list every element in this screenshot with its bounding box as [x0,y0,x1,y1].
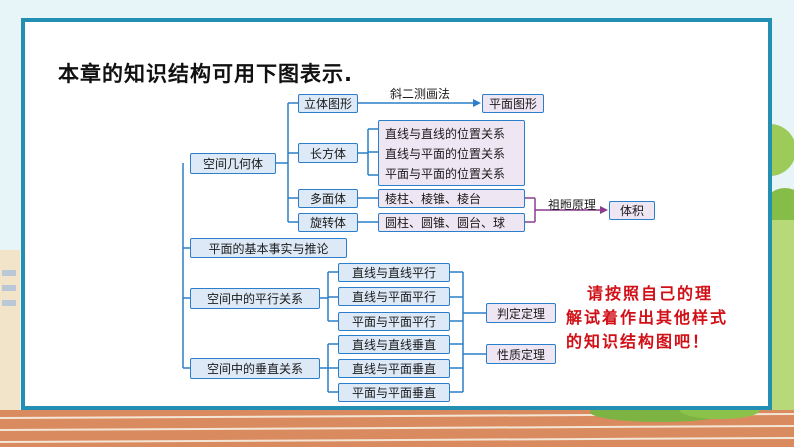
node-polyhedron-items: 棱柱、棱锥、棱台 [378,189,525,208]
note-line-3: 的知识结构图吧！ [566,332,711,351]
node-property-theorem: 性质定理 [486,344,556,364]
node-spatial-solid: 空间几何体 [190,153,276,174]
node-parallel-plane-plane: 平面与平面平行 [338,312,450,331]
node-plane-figure: 平面图形 [482,94,544,113]
label-zugeng-principle: 祖暅原理 [548,198,597,212]
node-solid-of-revolution: 旋转体 [298,213,358,232]
node-plane-basic-facts: 平面的基本事实与推论 [190,238,347,258]
node-position-relations: 直线与直线的位置关系 直线与平面的位置关系 平面与平面的位置关系 [378,120,525,186]
relation-line-line: 直线与直线的位置关系 [385,126,506,141]
node-revolution-items: 圆柱、圆锥、圆台、球 [378,213,525,232]
node-perpendicular-plane-plane: 平面与平面垂直 [338,383,450,402]
node-volume: 体积 [609,201,655,220]
node-perpendicular-line-line: 直线与直线垂直 [338,335,450,354]
note-line-1: 请按照自己的理 [587,284,714,303]
note-line-2: 解试着作出其他样式 [566,308,729,327]
page-title: 本章的知识结构可用下图表示. [58,62,353,86]
node-perpendicular-line-plane: 直线与平面垂直 [338,359,450,378]
relation-plane-plane: 平面与平面的位置关系 [385,166,506,181]
node-parallel-relations: 空间中的平行关系 [190,288,320,309]
node-parallel-line-line: 直线与直线平行 [338,263,450,282]
node-cuboid: 长方体 [298,143,358,163]
node-solid-figure: 立体图形 [298,94,358,113]
node-parallel-line-plane: 直线与平面平行 [338,287,450,306]
node-polyhedron: 多面体 [298,189,358,208]
instruction-note: 请按照自己的理 解试着作出其他样式 的知识结构图吧！ [566,282,728,354]
label-oblique-drawing: 斜二测画法 [390,87,451,101]
node-perpendicular-relations: 空间中的垂直关系 [190,358,320,379]
node-criterion-theorem: 判定定理 [486,303,556,323]
relation-line-plane: 直线与平面的位置关系 [385,146,506,161]
